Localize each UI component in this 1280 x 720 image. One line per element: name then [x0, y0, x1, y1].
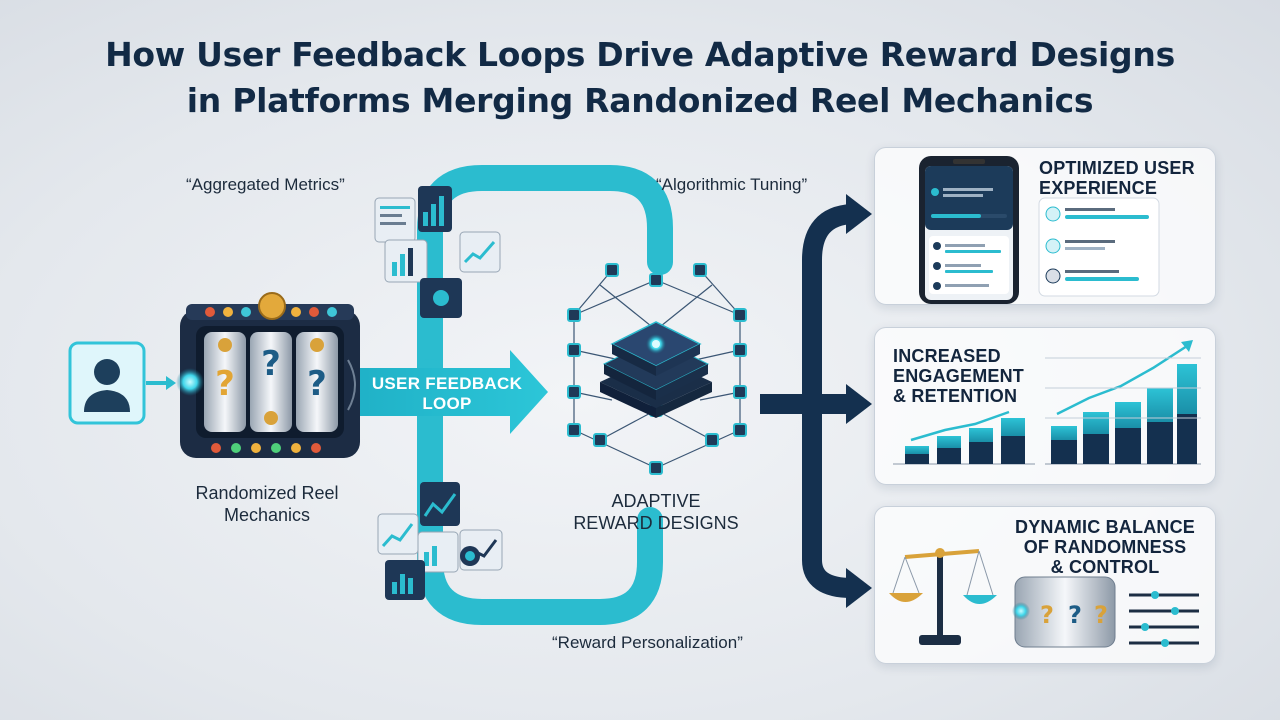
panel-optimized-user-experience: OPTIMIZED USER EXPERIENCE	[874, 147, 1216, 305]
network-nodes	[567, 263, 747, 475]
svg-text:?: ?	[1040, 601, 1054, 629]
ai-chip-stack	[600, 321, 712, 418]
page-title: How User Feedback Loops Drive Adaptive R…	[0, 32, 1280, 124]
adaptive-line-2: REWARD DESIGNS	[573, 513, 739, 533]
panel-3-title-line-3: & CONTROL	[1050, 557, 1160, 577]
slot-machine-icon: ? ? ?	[176, 292, 360, 458]
panel-1-title: OPTIMIZED USER EXPERIENCE	[1039, 158, 1195, 198]
svg-text:?: ?	[215, 364, 235, 404]
control-sliders	[1129, 591, 1199, 647]
adaptive-line-1: ADAPTIVE	[611, 491, 701, 511]
user-feedback-loop-line-2: LOOP	[422, 394, 472, 413]
panel-3-title: DYNAMIC BALANCE OF RANDOMNESS & CONTROL	[1005, 517, 1205, 577]
smartphone-icon	[919, 156, 1160, 304]
bar-chart-icon	[893, 340, 1201, 465]
balance-scale-icon	[889, 548, 997, 645]
panel-1-title-line-1: OPTIMIZED USER	[1039, 158, 1195, 178]
user-icon	[68, 341, 176, 425]
panel-dynamic-balance: ? ? ? DYNAMIC BALANCE OF RANDOMNESS & CO…	[874, 506, 1216, 664]
svg-text:?: ?	[307, 364, 327, 404]
svg-text:?: ?	[1094, 601, 1108, 629]
title-line-2: in Platforms Merging Randonized Reel Mec…	[186, 81, 1094, 120]
panel-2-title-line-3: & RETENTION	[893, 386, 1018, 406]
svg-text:?: ?	[261, 344, 281, 384]
title-line-1: How User Feedback Loops Drive Adaptive R…	[105, 35, 1175, 74]
reel-icon: ? ? ?	[1012, 576, 1199, 648]
user-feedback-loop-line-1: USER FEEDBACK	[371, 374, 523, 393]
metric-cube-icon	[374, 186, 501, 318]
user-feedback-loop-label: USER FEEDBACK LOOP	[362, 374, 532, 414]
panel-2-title-line-2: ENGAGEMENT	[893, 366, 1025, 386]
randomized-reel-line-2: Mechanics	[223, 505, 311, 525]
output-splitter-arrows	[760, 204, 854, 598]
randomized-reel-line-1: Randomized Reel	[195, 483, 339, 503]
label-algorithmic-tuning: “Algorithmic Tuning”	[656, 175, 808, 194]
panel-increased-engagement: INCREASED ENGAGEMENT & RETENTION	[874, 327, 1216, 485]
metric-cube-icon	[377, 482, 503, 600]
panel-3-title-line-1: DYNAMIC BALANCE	[1015, 517, 1195, 537]
label-aggregated-metrics: “Aggregated Metrics”	[186, 175, 345, 194]
adaptive-reward-caption: ADAPTIVE REWARD DESIGNS	[566, 490, 746, 534]
randomized-reel-caption: Randomized Reel Mechanics	[172, 482, 362, 526]
panel-1-title-line-2: EXPERIENCE	[1039, 178, 1158, 198]
panel-3-title-line-2: OF RANDOMNESS	[1023, 537, 1187, 557]
splitter-arrowheads	[846, 194, 872, 608]
panel-2-title-line-1: INCREASED	[893, 346, 1001, 366]
svg-text:?: ?	[1068, 601, 1082, 629]
panel-2-title: INCREASED ENGAGEMENT & RETENTION	[893, 346, 1024, 406]
label-reward-personalization: “Reward Personalization”	[552, 633, 743, 652]
